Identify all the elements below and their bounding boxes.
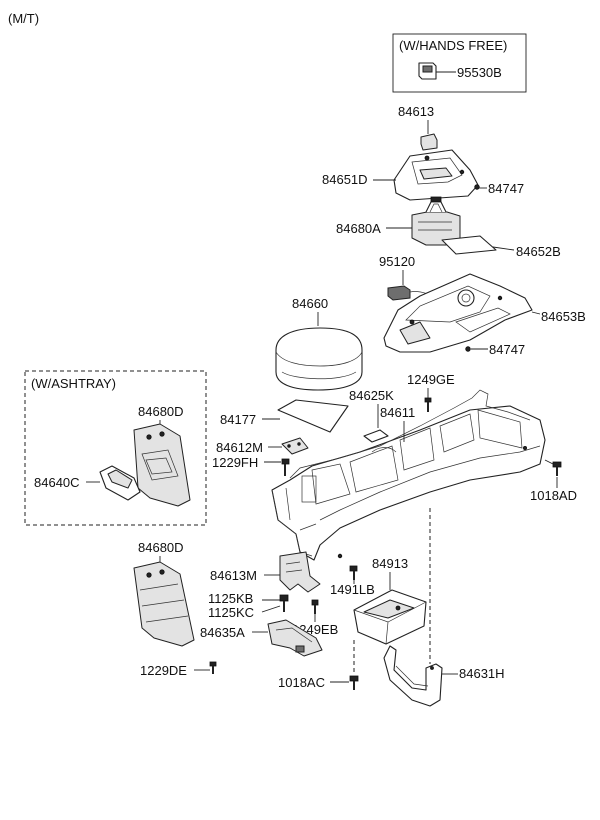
- bracket-84635a: [267, 619, 323, 657]
- screw-1018ac-b: [349, 675, 359, 690]
- label-84747-a: 84747: [488, 181, 524, 196]
- pad-84177: [277, 399, 349, 433]
- tray-84913: [353, 589, 427, 645]
- label-84680d-b: 84680D: [138, 540, 184, 555]
- label-1491lb: 1491LB: [330, 582, 375, 597]
- bracket-84613m: [279, 551, 321, 593]
- screw-1229de: [209, 661, 217, 674]
- label-1229de: 1229DE: [140, 663, 187, 678]
- label-1229fh: 1229FH: [212, 455, 258, 470]
- label-84651d: 84651D: [322, 172, 368, 187]
- boot-84680a: [411, 196, 461, 246]
- label-84747-b: 84747: [489, 342, 525, 357]
- screw-84747-b: [465, 346, 471, 352]
- bracket-84612m: [281, 437, 309, 455]
- ashtray-box: (W/ASHTRAY) 84680D 84640C: [24, 370, 207, 526]
- label-95530b: 95530B: [457, 65, 502, 80]
- label-84611: 84611: [380, 405, 415, 420]
- label-1018ad-a: 1018AD: [530, 488, 577, 503]
- label-84680a: 84680A: [336, 221, 381, 236]
- label-84653b: 84653B: [541, 309, 586, 324]
- hands-free-frame: [392, 33, 527, 93]
- bezel-84680d-b: [133, 561, 195, 647]
- armrest-84660: [275, 327, 363, 391]
- panel-84653b: [383, 273, 533, 353]
- label-1249ge: 1249GE: [407, 372, 455, 387]
- label-84613m: 84613M: [210, 568, 257, 583]
- label-1125kb: 1125KB: [208, 591, 253, 606]
- screw-1018ad-a: [552, 461, 562, 476]
- label-1018ac-b: 1018AC: [278, 675, 325, 690]
- label-84612m: 84612M: [216, 440, 263, 455]
- label-84680d-a: 84680D: [138, 404, 184, 419]
- label-84640c: 84640C: [34, 475, 80, 490]
- bracket-84631h: [383, 645, 443, 707]
- hands-free-box: (W/HANDS FREE) 95530B: [392, 33, 527, 93]
- bezel-84680d-a: [133, 423, 191, 507]
- diagram-header: (M/T): [8, 11, 39, 26]
- label-84613: 84613: [398, 104, 434, 119]
- label-84625k: 84625K: [349, 388, 394, 403]
- label-84635a: 84635A: [200, 625, 245, 640]
- label-84652b: 84652B: [516, 244, 561, 259]
- screw-1249eb: [311, 599, 319, 614]
- ashtray-title: (W/ASHTRAY): [31, 376, 116, 391]
- ashtray-84640c: [99, 465, 141, 501]
- pad-84652b: [441, 235, 497, 255]
- screw-1491lb: [349, 565, 358, 580]
- cover-84651d: [393, 149, 479, 201]
- label-84631h: 84631H: [459, 666, 505, 681]
- label-84177: 84177: [220, 412, 256, 427]
- clip-84625k: [363, 429, 389, 443]
- switch-95530b: [418, 62, 437, 80]
- screw-84747-a: [474, 184, 480, 190]
- screw-1249ge: [424, 397, 432, 412]
- cap-84613: [420, 133, 438, 151]
- screw-1125kb: [279, 594, 289, 612]
- hands-free-title: (W/HANDS FREE): [399, 38, 507, 53]
- screw-1229fh: [281, 458, 290, 476]
- label-84913: 84913: [372, 556, 408, 571]
- label-84660: 84660: [292, 296, 328, 311]
- label-1125kc: 1125KC: [208, 605, 254, 620]
- label-95120: 95120: [379, 254, 415, 269]
